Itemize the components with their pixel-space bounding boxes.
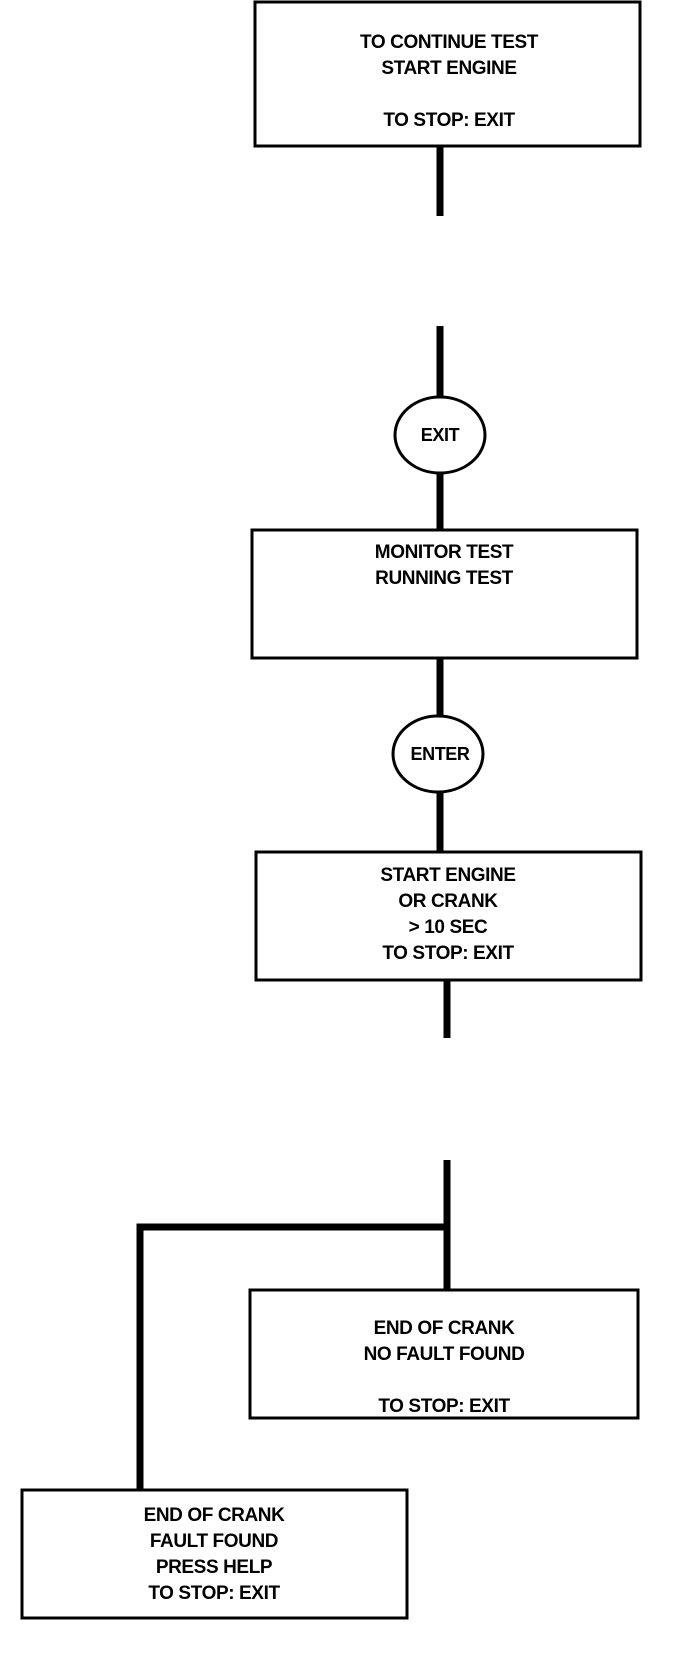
box-no-fault-found-line-4: TO STOP: EXIT — [378, 1396, 510, 1417]
box-fault-found-line-1: END OF CRANK — [144, 1505, 286, 1526]
box-no-fault-found: END OF CRANK NO FAULT FOUND TO STOP: EXI… — [248, 1288, 640, 1420]
connector-branch-to-fault — [136, 1223, 447, 1490]
box-fault-found-line-4: TO STOP: EXIT — [148, 1583, 280, 1604]
box-start-engine-line-2: OR CRANK — [398, 891, 498, 912]
box-start-engine-line-4: TO STOP: EXIT — [382, 943, 514, 964]
box-monitor-test-line-2: RUNNING TEST — [375, 568, 513, 589]
box-fault-found-line-3: PRESS HELP — [156, 1557, 273, 1578]
enter-node: ENTER — [391, 714, 485, 794]
box-continue-test-line-1: TO CONTINUE TEST — [360, 32, 539, 53]
box-start-engine: START ENGINE OR CRANK > 10 SEC TO STOP: … — [254, 850, 643, 982]
box-fault-found-line-2: FAULT FOUND — [150, 1531, 278, 1552]
exit-node: EXIT — [393, 395, 487, 475]
box-fault-found: END OF CRANK FAULT FOUND PRESS HELP TO S… — [20, 1488, 409, 1620]
enter-node-label: ENTER — [410, 744, 469, 764]
box-continue-test-line-4: TO STOP: EXIT — [383, 110, 515, 131]
box-start-engine-line-1: START ENGINE — [380, 865, 515, 886]
box-continue-test: TO CONTINUE TEST START ENGINE TO STOP: E… — [253, 0, 642, 148]
box-start-engine-line-3: > 10 SEC — [409, 917, 488, 938]
box-monitor-test: MONITOR TEST RUNNING TEST — [250, 528, 639, 660]
exit-node-label: EXIT — [421, 425, 460, 445]
box-monitor-test-line-1: MONITOR TEST — [375, 542, 514, 563]
box-no-fault-found-line-2: NO FAULT FOUND — [364, 1344, 525, 1365]
box-no-fault-found-line-1: END OF CRANK — [374, 1318, 516, 1339]
box-continue-test-line-2: START ENGINE — [381, 58, 516, 79]
